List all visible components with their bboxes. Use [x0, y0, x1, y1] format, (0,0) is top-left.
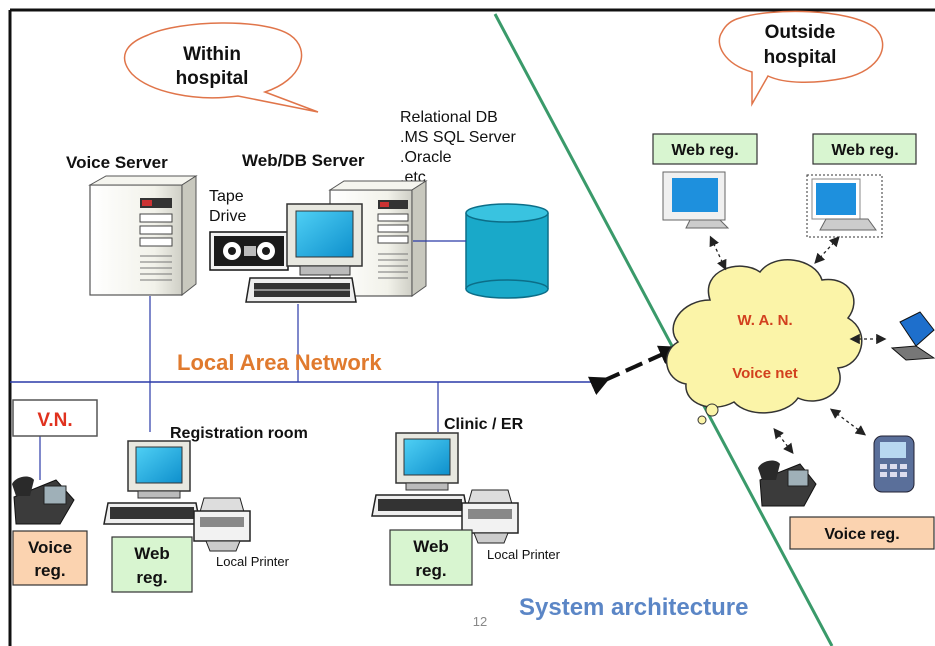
clinic-workstation [371, 432, 469, 517]
wan-dashed-links [709, 235, 887, 455]
server-keyboard [245, 277, 357, 303]
wan-voice-net-cloud: W. A. N. Voice net [665, 259, 863, 425]
outside-label-line1: Outside [765, 22, 836, 43]
voice-reg-left-line1: Voice [28, 538, 72, 557]
voice-server-tower [88, 175, 198, 297]
voice-reg-outside-label: Voice reg. [824, 526, 899, 543]
voice-reg-box-left [12, 530, 88, 586]
web-reg-registration-line2: reg. [136, 568, 167, 587]
registration-room-label: Registration room [170, 425, 308, 442]
clinic-printer-label: Local Printer [487, 547, 561, 562]
tape-drive-label-line1: Tape [209, 188, 244, 205]
tape-drive-device [209, 231, 289, 271]
voice-net-label: Voice net [732, 365, 798, 382]
remote-pc-b [806, 174, 883, 238]
db-note-oracle: .Oracle [400, 149, 452, 166]
within-label-line2: hospital [176, 68, 249, 89]
db-note-mssql: .MS SQL Server [400, 129, 517, 146]
web-reg-registration-line1: Web [134, 544, 170, 563]
database-cylinder [465, 203, 549, 299]
voice-node-label: V.N. [37, 410, 72, 431]
webdb-server-label: Web/DB Server [242, 151, 365, 170]
page-number: 12 [473, 614, 487, 629]
web-reg-box-registration [111, 536, 193, 593]
voice-reg-left-line2: reg. [34, 561, 65, 580]
voice-node-box [12, 399, 98, 437]
within-label-line1: Within [183, 44, 241, 65]
tape-drive-label-line2: Drive [209, 208, 246, 225]
registration-workstation [103, 440, 201, 525]
slide-title: System architecture [519, 594, 748, 621]
database-notes: Relational DB .MS SQL Server .Oracle .et… [400, 109, 517, 186]
web-reg-clinic-line1: Web [413, 537, 449, 556]
db-note-relational: Relational DB [400, 109, 498, 126]
outside-hospital-bubble: Outside hospital [718, 10, 884, 107]
lan-wan-link-arrow [587, 345, 680, 396]
inside-outside-divider [493, 13, 834, 646]
web-reg-outside-b-label: Web reg. [831, 142, 898, 159]
clinic-er-label: Clinic / ER [444, 416, 524, 433]
voice-reg-box-outside [789, 516, 935, 550]
web-reg-box-clinic [389, 529, 473, 586]
web-reg-clinic-line2: reg. [415, 561, 446, 580]
clinic-printer [461, 489, 519, 544]
registration-printer [193, 497, 251, 552]
laptop-icon [890, 311, 935, 361]
desk-phone-icon [12, 476, 75, 525]
voice-server-label: Voice Server [66, 153, 168, 172]
wan-label: W. A. N. [737, 312, 792, 329]
within-hospital-bubble: Within hospital [123, 22, 319, 113]
mobile-phone-icon [873, 435, 915, 493]
lan-connectors [39, 240, 466, 480]
outside-label-line2: hospital [764, 47, 837, 68]
server-monitor [286, 203, 363, 276]
desk-phone-right-icon [758, 460, 817, 507]
registration-printer-label: Local Printer [216, 554, 290, 569]
web-reg-box-outside-a [652, 133, 758, 165]
web-reg-box-outside-b [812, 133, 917, 165]
remote-pc-a [662, 171, 730, 229]
lan-label: Local Area Network [177, 350, 382, 375]
web-reg-outside-a-label: Web reg. [671, 142, 738, 159]
